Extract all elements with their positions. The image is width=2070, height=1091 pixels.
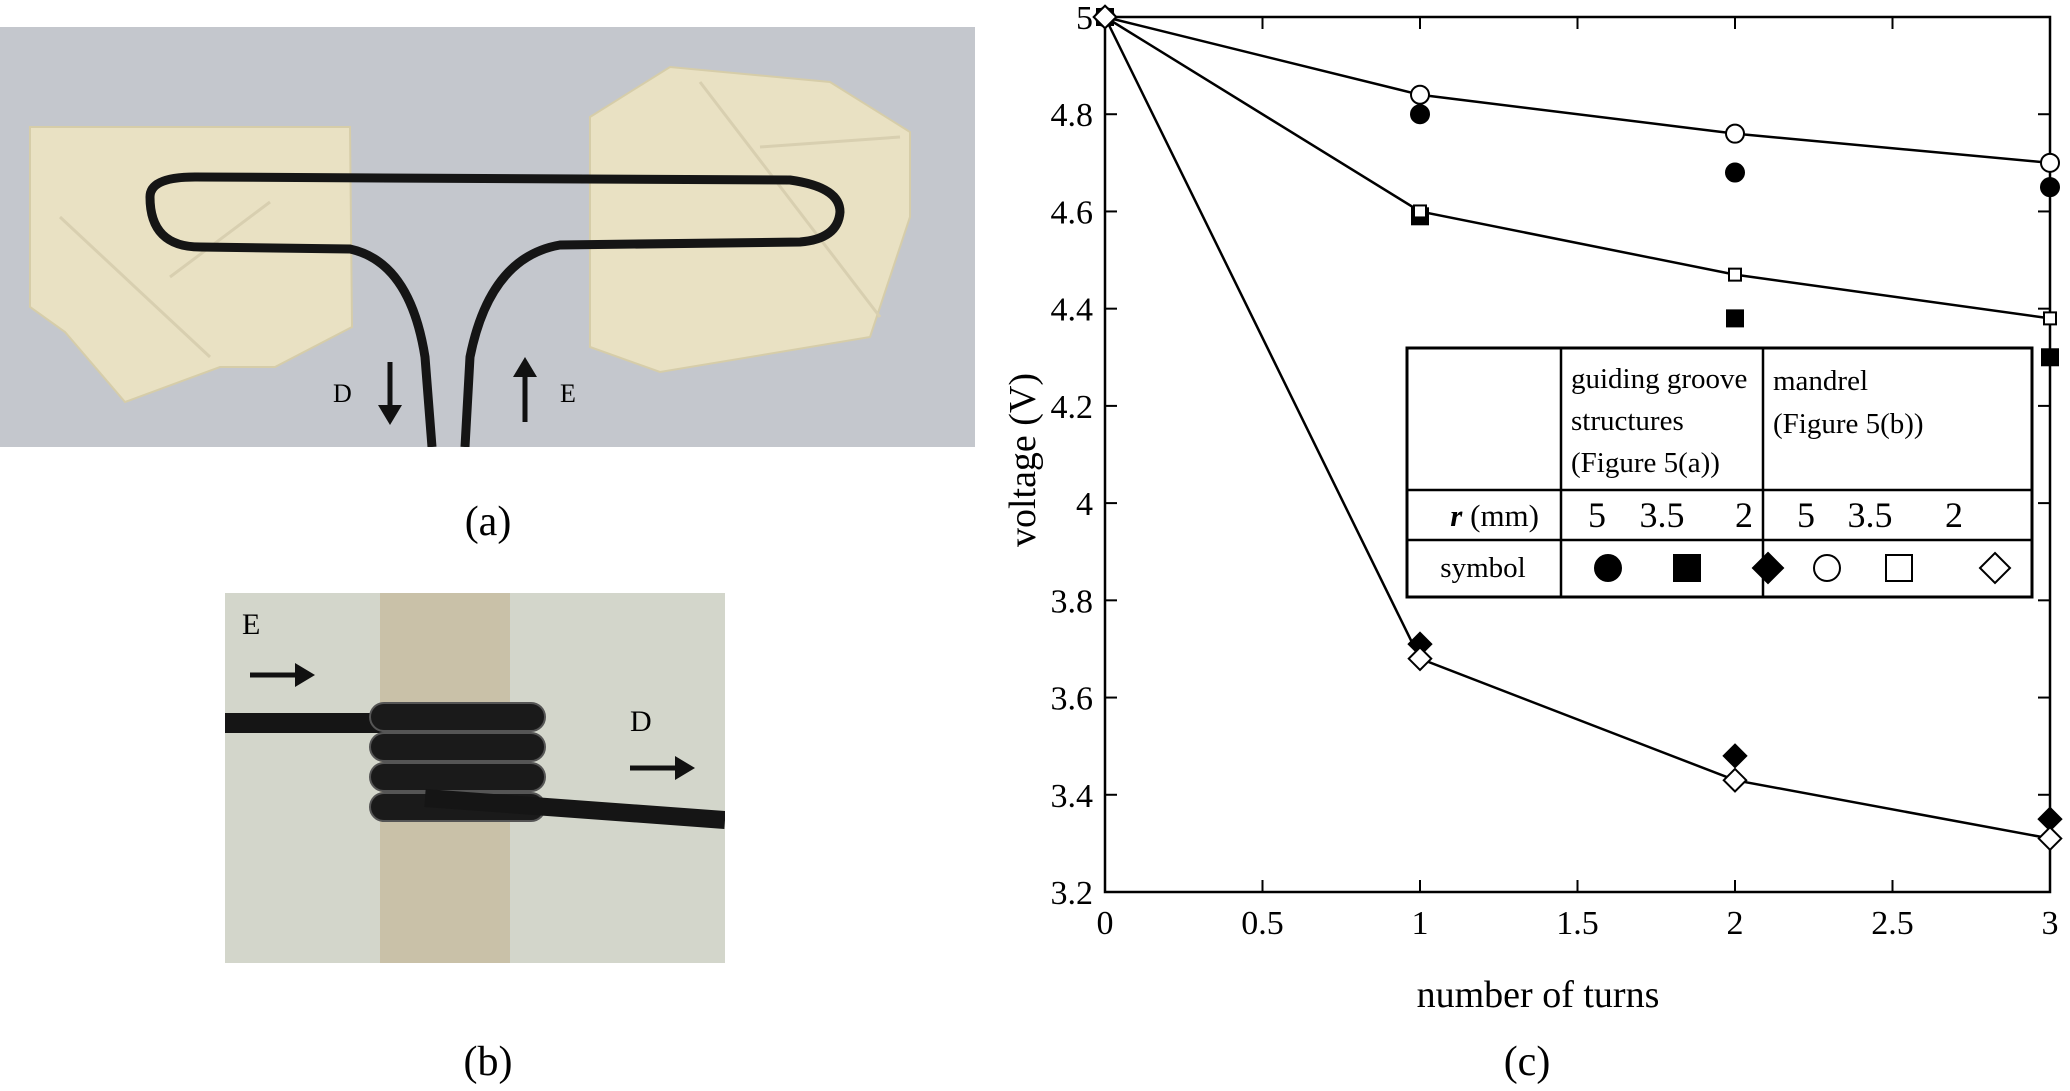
legend-mandrel-header: (Figure 5(b)) [1773,408,1924,440]
series-line [1104,15,2051,165]
legend-mandrel-header: mandrel [1773,365,1868,397]
y-tick-label: 4.6 [1051,194,1094,231]
y-axis-label: voltage (V) [1002,373,1044,547]
photo-guiding-groove: D E [0,27,975,447]
data-point [1410,84,1430,105]
data-point [2040,152,2060,173]
x-tick-label: 0 [1097,905,1114,942]
x-tick-label: 1 [1412,905,1429,942]
data-point [1092,4,1118,30]
data-point [1722,767,1748,793]
legend-r-value: 5 [1797,495,1815,535]
y-tick-label: 4 [1076,486,1093,523]
legend-table [1405,346,2034,599]
legend-symbol [1978,551,2012,585]
x-tick-label: 0.5 [1241,905,1284,942]
legend-symbol [1594,554,1622,582]
data-point [1726,309,1744,328]
data-point [1413,204,1427,219]
marker-e: E [242,608,261,641]
data-point [1728,267,1742,282]
data-point [1407,646,1433,672]
legend-symbol [1673,554,1701,582]
series-line [1103,16,2051,840]
legend-symbol [1813,554,1841,582]
marker-d: D [630,705,652,738]
legend-r-value: 2 [1945,495,1963,535]
photo-mandrel-drawing [225,593,725,963]
panel-label-a: (a) [464,499,512,545]
photo-mandrel: E D [225,593,725,963]
data-point [1410,104,1430,125]
legend-groove-header: (Figure 5(a)) [1571,447,1720,479]
legend-r-value: 3.5 [1640,495,1685,535]
x-tick-label: 3 [2042,905,2059,942]
y-tick-label: 3.4 [1051,778,1094,815]
y-tick-label: 3.8 [1051,583,1094,620]
y-tick-label: 4.2 [1051,389,1094,426]
y-tick-label: 3.2 [1051,875,1094,912]
x-tick-label: 1.5 [1556,905,1599,942]
x-axis-label: number of turns [1417,974,1660,1016]
y-tick-label: 4.4 [1051,292,1094,329]
marker-e: E [560,379,576,408]
marker-d: D [333,379,352,408]
data-point [2041,348,2059,367]
data-point [1725,123,1745,144]
legend-symbol [1885,554,1913,582]
data-point [1722,743,1748,769]
legend-r-value: 2 [1735,495,1753,535]
x-tick-label: 2.5 [1871,905,1914,942]
y-tick-label: 3.6 [1051,681,1094,718]
data-point [2043,311,2057,326]
y-tick-label: 5 [1076,0,1093,37]
series-line [1104,15,2051,320]
legend-r-label: r (mm) [1450,498,1539,533]
legend-r-value: 3.5 [1848,495,1893,535]
legend-groove-header: guiding groove [1571,363,1747,395]
photo-guiding-groove-drawing [0,27,975,447]
legend-r-value: 5 [1588,495,1606,535]
legend-symbol [1751,551,1785,585]
data-point [2037,825,2063,852]
x-tick-label: 2 [1727,905,1744,942]
data-point [2040,177,2060,198]
panel-label-b: (b) [463,1039,513,1085]
legend-groove-header: structures [1571,405,1684,437]
panel-label-c: (c) [1503,1039,1551,1085]
y-tick-label: 4.8 [1051,97,1094,134]
legend-symbol-label: symbol [1440,552,1525,584]
data-point [1725,162,1745,183]
